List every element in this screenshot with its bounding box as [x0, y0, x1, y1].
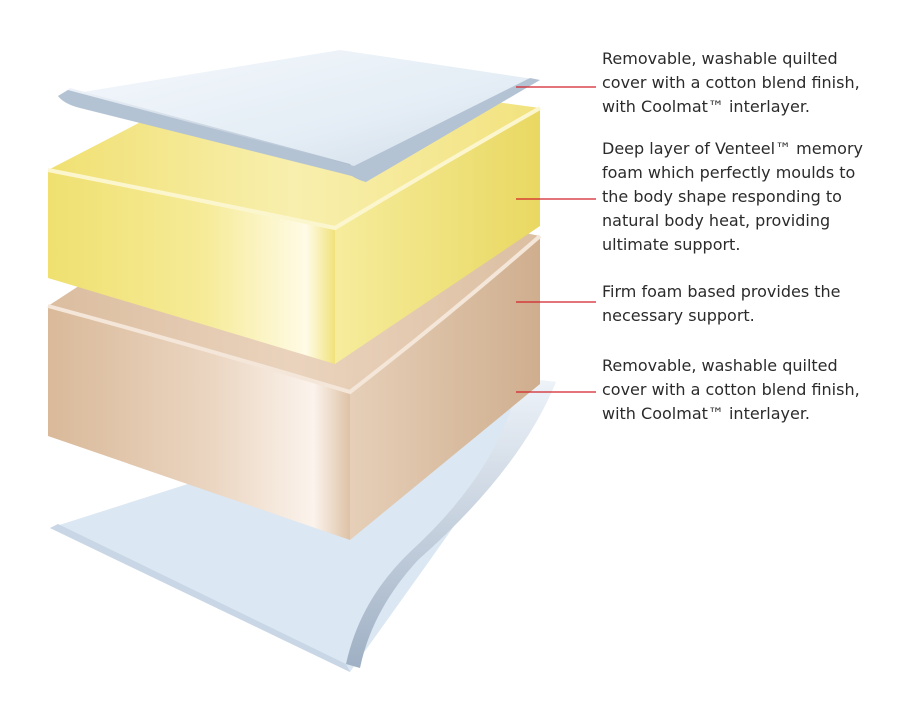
label-bottom-cover: Removable, washable quilted cover with a… — [602, 354, 892, 426]
label-line: Firm foam based provides the — [602, 282, 841, 301]
label-line: the body shape responding to — [602, 187, 842, 206]
label-firm-foam: Firm foam based provides the necessary s… — [602, 280, 892, 328]
label-line: necessary support. — [602, 306, 755, 325]
label-line: Removable, washable quilted — [602, 356, 838, 375]
label-line: Deep layer of Venteel™ memory — [602, 139, 864, 158]
label-line: ultimate support. — [602, 235, 741, 254]
label-line: natural body heat, providing — [602, 211, 831, 230]
top-cover-layer — [58, 50, 540, 182]
label-line: with Coolmat™ interlayer. — [602, 404, 811, 423]
label-memory-foam: Deep layer of Venteel™ memory foam which… — [602, 137, 892, 257]
label-line: cover with a cotton blend finish, — [602, 73, 860, 92]
label-top-cover: Removable, washable quilted cover with a… — [602, 47, 892, 119]
leader-lines — [516, 86, 596, 393]
label-line: foam which perfectly moulds to — [602, 163, 856, 182]
label-line: cover with a cotton blend finish, — [602, 380, 860, 399]
label-line: with Coolmat™ interlayer. — [602, 97, 811, 116]
label-line: Removable, washable quilted — [602, 49, 838, 68]
